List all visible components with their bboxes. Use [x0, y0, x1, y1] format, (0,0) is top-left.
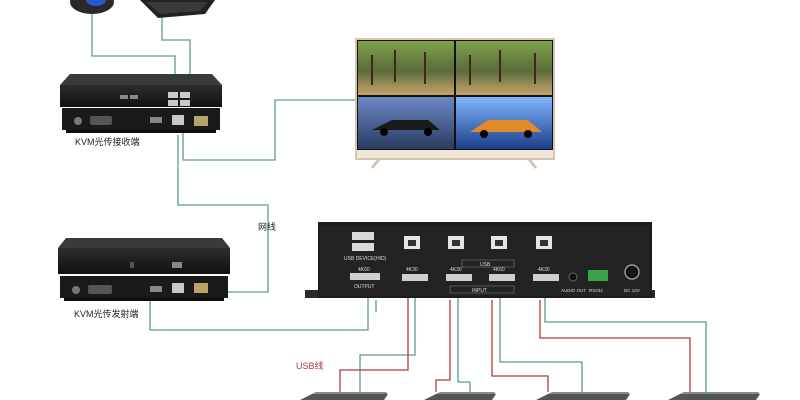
usb-device-label: USB DEVICE(HID) [344, 256, 387, 262]
keyboard-cable [161, 14, 191, 98]
output-hdmi-port [350, 273, 380, 280]
usb-tag-label: USB [480, 262, 491, 268]
cables-sources [339, 255, 707, 392]
source-device-3 [536, 392, 630, 400]
source-device-2 [424, 392, 496, 400]
kvm-receiver-device [60, 74, 222, 133]
rs232-label: RS232 [589, 288, 603, 293]
input-resolution-3: 4K60 [493, 267, 505, 273]
receiver-label: KVM光传接收端 [75, 136, 140, 147]
output-label: OUTPUT [354, 284, 375, 290]
input-resolution-4: 4K30 [538, 267, 550, 273]
input-resolution-2: 4K30 [450, 267, 462, 273]
source-device-1 [300, 392, 388, 400]
mouse-device [70, 0, 114, 14]
audio-out-label: AUDIO OUT [561, 288, 586, 293]
keyboard-device [140, 0, 215, 18]
usb-device-port-1 [352, 232, 374, 240]
tv-display [355, 38, 555, 169]
network-cable [177, 135, 269, 293]
usb-cable-label: USB线 [296, 360, 324, 371]
tv-quad-1 [358, 41, 454, 95]
usb-device-port-2 [352, 243, 374, 251]
input-resolution-1: 4K30 [406, 267, 418, 273]
kvm-transmitter-device [58, 238, 230, 301]
dc-label: DC 12V [624, 288, 640, 293]
source-device-4 [668, 392, 760, 400]
output-resolution: 4K60 [358, 267, 370, 273]
network-cable-label: 网线 [258, 221, 276, 232]
transmitter-label: KVM光传发射端 [74, 308, 139, 319]
source-devices [300, 392, 760, 400]
receiver-to-tv-cable [182, 99, 355, 161]
transmitter-usb-cable [149, 292, 369, 331]
multiviewer-switch [305, 222, 655, 298]
input-tag-label: INPUT [472, 288, 487, 294]
